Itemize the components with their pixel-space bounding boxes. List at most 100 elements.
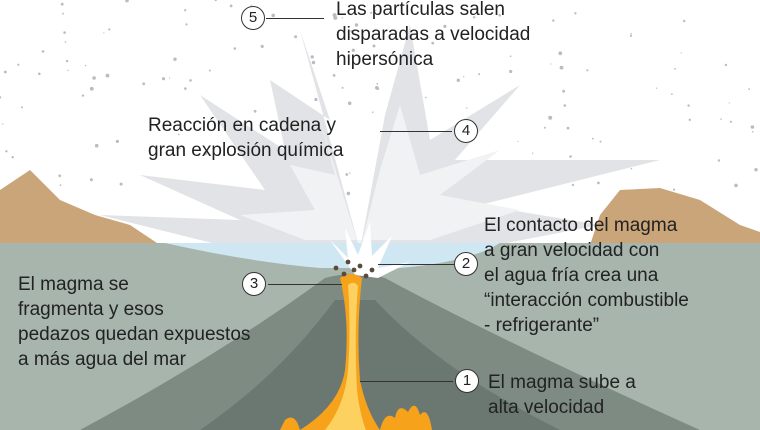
dust-particle xyxy=(630,167,633,170)
step-5-text: Las partículas salen disparadas a veloci… xyxy=(336,0,531,70)
dust-particle xyxy=(89,86,94,91)
magma-conduit xyxy=(300,274,380,430)
dust-particle xyxy=(38,72,41,76)
dust-particle xyxy=(208,69,211,72)
dust-particle xyxy=(11,156,14,159)
dust-particle xyxy=(372,44,376,48)
dust-particle xyxy=(574,12,577,15)
dust-particle xyxy=(203,151,208,156)
magma-fragment xyxy=(369,267,375,273)
step-4-text: Reacción en cadena y gran explosión quím… xyxy=(148,115,344,161)
dust-particle xyxy=(161,77,166,81)
dust-particle xyxy=(177,133,180,136)
dust-particle xyxy=(674,68,676,70)
dust-particle xyxy=(62,12,64,15)
dust-particle xyxy=(347,101,352,106)
dust-particle xyxy=(655,87,658,89)
dust-particle xyxy=(179,147,181,150)
step-2-number: 2 xyxy=(454,252,478,276)
volcano-core xyxy=(200,300,560,430)
dust-particle xyxy=(543,126,546,129)
magma-fragment xyxy=(351,267,357,273)
dust-particle xyxy=(748,88,750,90)
dust-particle xyxy=(3,70,7,74)
dust-particle xyxy=(189,79,192,82)
dust-particle xyxy=(425,96,427,99)
dust-particle xyxy=(473,16,476,19)
dust-particle xyxy=(60,2,64,6)
step-1-leader-line xyxy=(360,381,453,382)
dust-particle xyxy=(550,63,552,65)
dust-particle xyxy=(260,44,264,49)
dust-particle xyxy=(443,24,447,28)
dust-particle xyxy=(175,147,178,149)
dust-particle xyxy=(346,191,351,196)
dust-particle xyxy=(630,33,632,35)
dust-particle xyxy=(125,0,129,3)
dust-particle xyxy=(509,55,512,57)
mountain-right xyxy=(590,188,760,245)
dust-particle xyxy=(142,82,146,86)
dust-particle xyxy=(332,13,337,18)
step-2-text: El contacto del magma a gran velocidad c… xyxy=(484,215,689,336)
dust-particle xyxy=(734,183,738,188)
dust-particle xyxy=(5,150,8,153)
dust-particle xyxy=(17,63,20,66)
dust-particle xyxy=(688,118,691,122)
dust-particle xyxy=(105,73,110,78)
dust-particle xyxy=(2,123,4,125)
dust-particle xyxy=(310,55,314,59)
dust-particle xyxy=(559,65,564,70)
magma-fragment xyxy=(345,259,351,265)
dust-particle xyxy=(21,106,23,109)
step-3-leader-line xyxy=(268,284,342,285)
magma-fragments xyxy=(333,259,375,279)
dust-particle xyxy=(376,87,380,90)
dust-particle xyxy=(0,96,2,99)
dust-particle xyxy=(680,52,682,54)
step-3-number: 3 xyxy=(242,272,266,296)
magma-fragment xyxy=(363,273,369,279)
dust-particle xyxy=(563,104,567,107)
magma-fragment xyxy=(341,271,347,277)
dust-particle xyxy=(478,73,481,76)
dust-particle xyxy=(586,69,589,72)
dust-particle xyxy=(592,137,594,140)
dust-particle xyxy=(370,11,373,14)
dust-particle xyxy=(67,69,69,72)
dust-particle xyxy=(108,28,111,31)
dust-particle xyxy=(214,0,217,2)
dust-particle xyxy=(754,168,758,172)
dust-particle xyxy=(341,17,343,19)
magma-flames xyxy=(280,405,432,430)
dust-particle xyxy=(349,172,351,174)
dust-particle xyxy=(92,76,96,80)
dust-particle xyxy=(341,86,344,89)
dust-particle xyxy=(599,140,602,143)
step-4-leader-line xyxy=(380,131,452,132)
dust-particle xyxy=(185,23,188,26)
dust-particle xyxy=(345,173,349,176)
dust-particle xyxy=(332,74,336,77)
dust-particle xyxy=(311,60,316,65)
dust-particle xyxy=(233,47,237,50)
dust-particle xyxy=(717,159,721,162)
dust-particle xyxy=(517,140,519,142)
explosion-core xyxy=(240,105,520,250)
dust-particle xyxy=(597,181,600,185)
dust-particle xyxy=(729,120,733,123)
dust-particle xyxy=(466,107,468,109)
dust-particle xyxy=(184,9,187,12)
dust-particle xyxy=(253,109,257,113)
dust-particle xyxy=(562,89,565,93)
dust-particle xyxy=(65,59,69,63)
dust-particle xyxy=(720,118,722,120)
dust-particle xyxy=(103,32,105,34)
dust-particle xyxy=(173,57,177,61)
step-4-number: 4 xyxy=(454,119,478,143)
dust-particle xyxy=(115,139,119,143)
step-1-text: El magma sube a alta velocidad xyxy=(488,372,636,418)
step-2-leader-line xyxy=(378,264,454,265)
dust-particle xyxy=(351,48,355,52)
